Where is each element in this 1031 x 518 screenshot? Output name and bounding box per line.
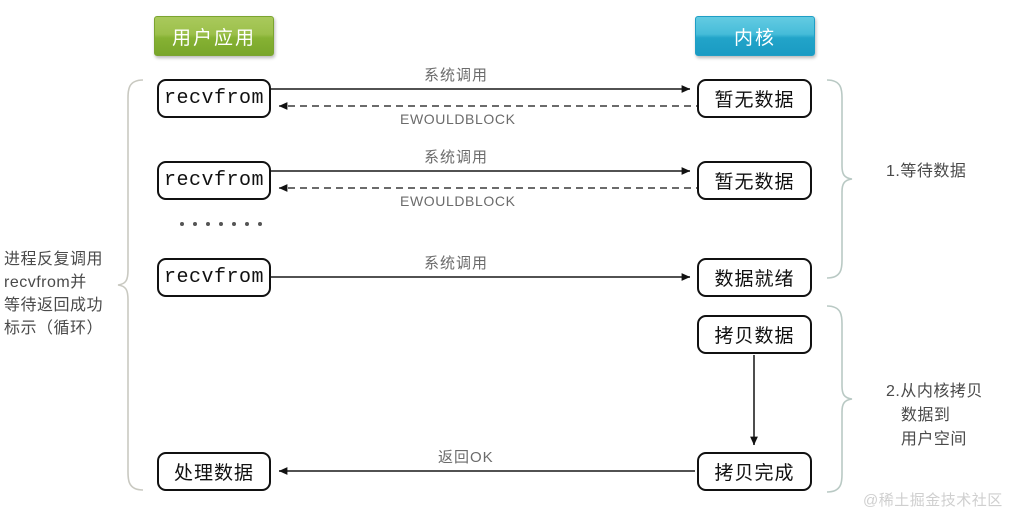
edge-label-ewouldblock-1: EWOULDBLOCK — [400, 111, 516, 127]
edge-label-ewouldblock-2: EWOULDBLOCK — [400, 193, 516, 209]
node-process-data[interactable]: 处理数据 — [157, 452, 271, 491]
node-copy-data[interactable]: 拷贝数据 — [697, 315, 812, 354]
ellipsis-dot — [232, 222, 236, 226]
header-user-application-label: 用户应用 — [171, 27, 256, 49]
node-no-data-2[interactable]: 暂无数据 — [697, 161, 812, 200]
node-copy-done[interactable]: 拷贝完成 — [697, 452, 812, 491]
watermark: @稀土掘金技术社区 — [863, 492, 1003, 509]
node-data-ready-label: 数据就绪 — [714, 269, 795, 290]
node-no-data-1-label: 暂无数据 — [714, 90, 795, 111]
annotation-left-note: 进程反复调用 recvfrom并 等待返回成功 标示（循环） — [4, 251, 104, 337]
ellipsis-dot — [245, 222, 249, 226]
node-recvfrom-1-label: recvfrom — [163, 87, 264, 110]
node-recvfrom-3-label: recvfrom — [163, 266, 264, 289]
annotation-phase-2: 2.从内核拷贝 数据到 用户空间 — [886, 383, 983, 448]
node-no-data-2-label: 暂无数据 — [714, 172, 795, 193]
ellipsis-dot — [180, 222, 184, 226]
ellipsis-dot — [258, 222, 262, 226]
brace-phase-1 — [826, 79, 853, 279]
ellipsis-dot — [193, 222, 197, 226]
edge-label-syscall-3: 系统调用 — [424, 255, 489, 272]
edge-label-syscall-2: 系统调用 — [424, 149, 489, 166]
brace-left-loop — [117, 79, 144, 491]
header-kernel-label: 内核 — [733, 27, 776, 49]
node-copy-done-label: 拷贝完成 — [714, 463, 795, 484]
annotation-phase-1: 1.等待数据 — [886, 163, 967, 180]
ellipsis-dot — [219, 222, 223, 226]
node-recvfrom-1[interactable]: recvfrom — [157, 79, 271, 118]
ellipsis-repeat-indicator — [180, 222, 262, 226]
node-no-data-1[interactable]: 暂无数据 — [697, 79, 812, 118]
edge-label-syscall-1: 系统调用 — [424, 67, 489, 84]
node-process-data-label: 处理数据 — [173, 463, 254, 484]
ellipsis-dot — [206, 222, 210, 226]
header-kernel: 内核 — [695, 16, 815, 56]
node-recvfrom-2-label: recvfrom — [163, 169, 264, 192]
header-user-application: 用户应用 — [154, 16, 274, 56]
node-copy-data-label: 拷贝数据 — [714, 326, 795, 347]
node-data-ready[interactable]: 数据就绪 — [697, 258, 812, 297]
node-recvfrom-3[interactable]: recvfrom — [157, 258, 271, 297]
edge-label-return-ok: 返回OK — [438, 449, 494, 466]
node-recvfrom-2[interactable]: recvfrom — [157, 161, 271, 200]
brace-phase-2 — [826, 305, 853, 493]
